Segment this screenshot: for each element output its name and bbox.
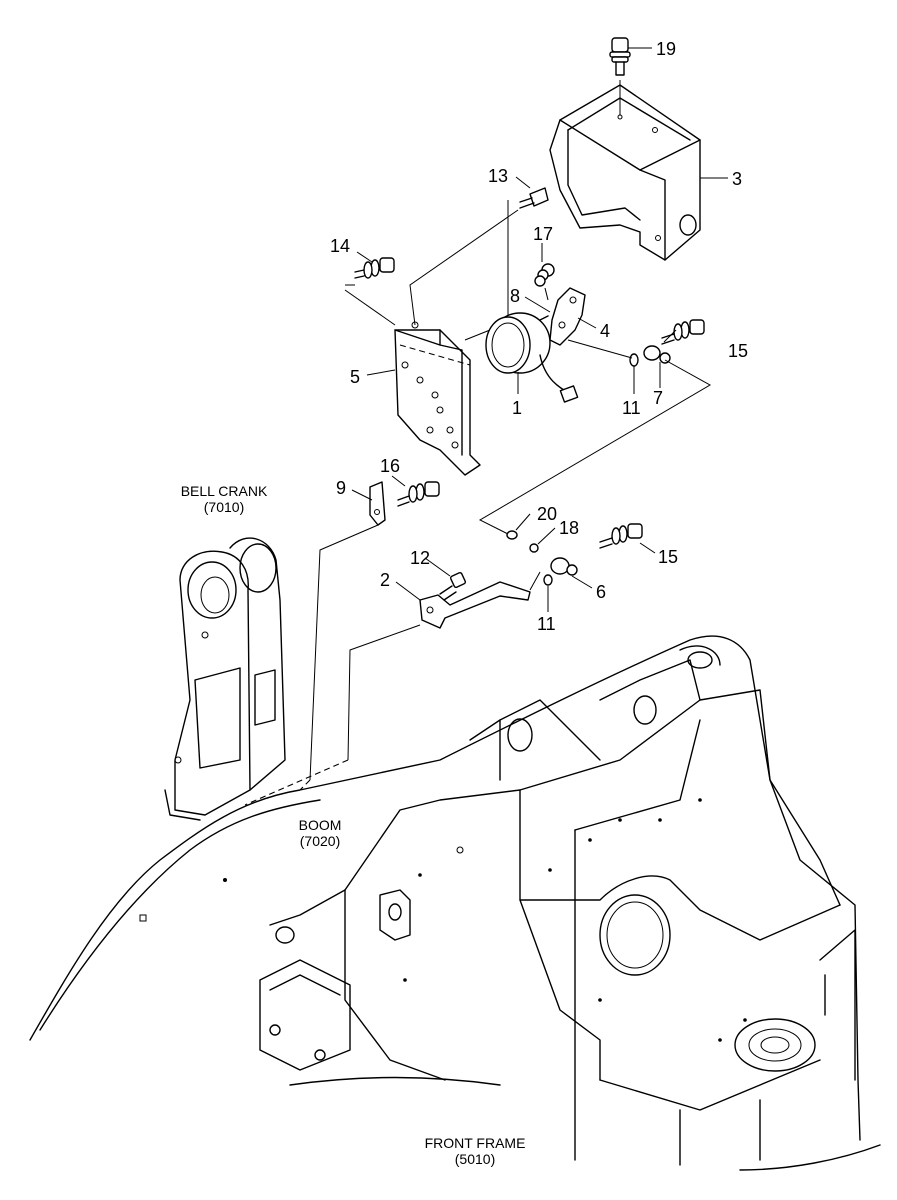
lamp-1 <box>485 312 579 403</box>
boom-label: BOOM <box>299 817 342 833</box>
callout-19: 18 <box>559 518 579 538</box>
reference-labels: BELL CRANK (7010) BOOM (7020) FRONT FRAM… <box>181 483 526 1167</box>
callout-11-lower: 11 <box>537 614 556 634</box>
callout-2: 2 <box>380 570 390 590</box>
boom-code: (7020) <box>300 833 340 849</box>
callout-8: 8 <box>510 286 520 306</box>
callout-3: 3 <box>732 169 742 189</box>
bell-crank-code: (7010) <box>204 499 244 515</box>
fasteners <box>354 37 705 601</box>
bell-crank-label: BELL CRANK <box>181 483 268 499</box>
callout-5: 5 <box>350 367 360 387</box>
callout-13: 13 <box>488 166 508 186</box>
callout-18: 16 <box>380 456 400 476</box>
bracket-5 <box>394 321 481 476</box>
rod-2 <box>419 581 531 629</box>
callout-1: 1 <box>512 398 522 418</box>
bell-crank-drawing <box>164 537 286 821</box>
callout-4: 4 <box>600 321 610 341</box>
guard-3 <box>549 84 701 261</box>
callout-6: 6 <box>596 582 606 602</box>
callout-7: 7 <box>653 388 663 408</box>
leader-lines <box>351 47 728 612</box>
front-frame-label: FRONT FRAME <box>425 1135 526 1151</box>
front-frame-drawing <box>29 635 881 1171</box>
assembly-lines <box>244 80 712 806</box>
callout-15-upper: 15 <box>728 341 748 361</box>
callout-12: 12 <box>410 548 430 568</box>
front-frame-code: (5010) <box>455 1151 495 1167</box>
bracket-4 <box>549 287 586 346</box>
callout-15-lower: 15 <box>658 547 678 567</box>
bracket-9 <box>369 481 386 526</box>
callout-numbers: 19 3 13 14 17 8 4 15 5 1 11 7 16 9 20 18… <box>330 39 748 634</box>
callout-11-upper: 11 <box>622 398 641 418</box>
callout-14: 14 <box>330 236 350 256</box>
callout-17: 17 <box>533 224 553 244</box>
callout-20: 20 <box>537 504 557 524</box>
callout-16: 19 <box>656 39 676 59</box>
callout-9: 9 <box>336 478 346 498</box>
